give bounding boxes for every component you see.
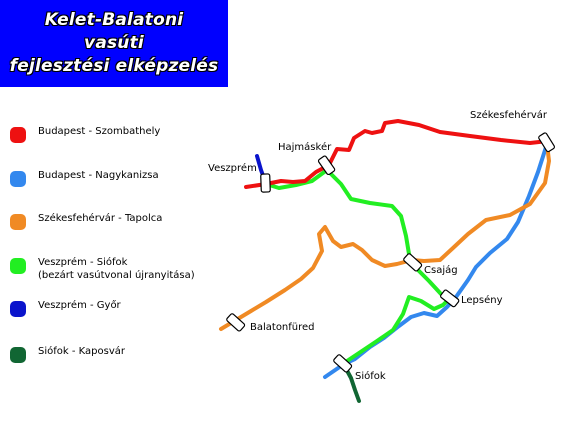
place-label-siofok: Siófok bbox=[355, 370, 386, 382]
legend-label: Veszprém - Siófok bbox=[38, 257, 128, 268]
place-label-veszprem: Veszprém bbox=[208, 162, 257, 174]
legend-item-budapest-szombathely: Budapest - Szombathely bbox=[10, 125, 250, 143]
title-line-3: fejlesztési elképzelés bbox=[9, 56, 219, 76]
station-hajmasker-marker bbox=[317, 155, 336, 176]
title-line-1: Kelet-Balatoni bbox=[44, 10, 184, 30]
station-balatonfured-marker bbox=[226, 313, 246, 332]
place-label-lepseny: Lepsény bbox=[461, 294, 503, 306]
legend-sublabel: (bezárt vasútvonal újranyitása) bbox=[38, 270, 195, 281]
legend-label: Veszprém - Győr bbox=[38, 300, 121, 311]
legend-item-budapest-nagykanizsa: Budapest - Nagykanizsa bbox=[10, 169, 250, 187]
place-label-csajag: Csajág bbox=[424, 264, 458, 276]
legend-item-szekesfehervar-tapolca: Székesfehérvár - Tapolca bbox=[10, 212, 250, 230]
station-veszprem-marker bbox=[260, 173, 271, 193]
place-label-hajmasker: Hajmáskér bbox=[278, 141, 332, 153]
legend-swatch-orange bbox=[10, 214, 26, 230]
legend-swatch-green bbox=[10, 258, 26, 274]
station-lepseny-marker bbox=[440, 289, 460, 308]
legend-item-veszprem-gyor: Veszprém - Győr bbox=[10, 299, 250, 317]
legend-swatch-blue bbox=[10, 171, 26, 187]
place-label-szekesfehervar: Székesfehérvár bbox=[470, 109, 548, 121]
map-title: Kelet-Balatoni vasúti fejlesztési elképz… bbox=[0, 0, 228, 87]
legend-swatch-red bbox=[10, 127, 26, 143]
legend-swatch-darkgreen bbox=[10, 347, 26, 363]
line-budapest-szombathely bbox=[244, 119, 550, 189]
title-line-2: vasúti bbox=[84, 33, 144, 53]
place-label-balatonfured: Balatonfüred bbox=[250, 322, 315, 333]
station-csajag-marker bbox=[403, 253, 423, 272]
legend-item-veszprem-siofok: Veszprém - Siófok (bezárt vasútvonal újr… bbox=[10, 256, 250, 282]
legend-label: Székesfehérvár - Tapolca bbox=[38, 213, 163, 224]
legend-label: Siófok - Kaposvár bbox=[38, 346, 125, 357]
legend-item-siofok-kaposvar: Siófok - Kaposvár bbox=[10, 345, 250, 363]
station-szekesfehervar-marker bbox=[538, 132, 556, 153]
legend-label: Budapest - Nagykanizsa bbox=[38, 170, 159, 181]
legend-swatch-darkblue bbox=[10, 301, 26, 317]
line-szekesfehervar-tapolca bbox=[219, 142, 551, 331]
legend-label: Budapest - Szombathely bbox=[38, 126, 161, 137]
station-siofok-marker bbox=[333, 354, 353, 373]
